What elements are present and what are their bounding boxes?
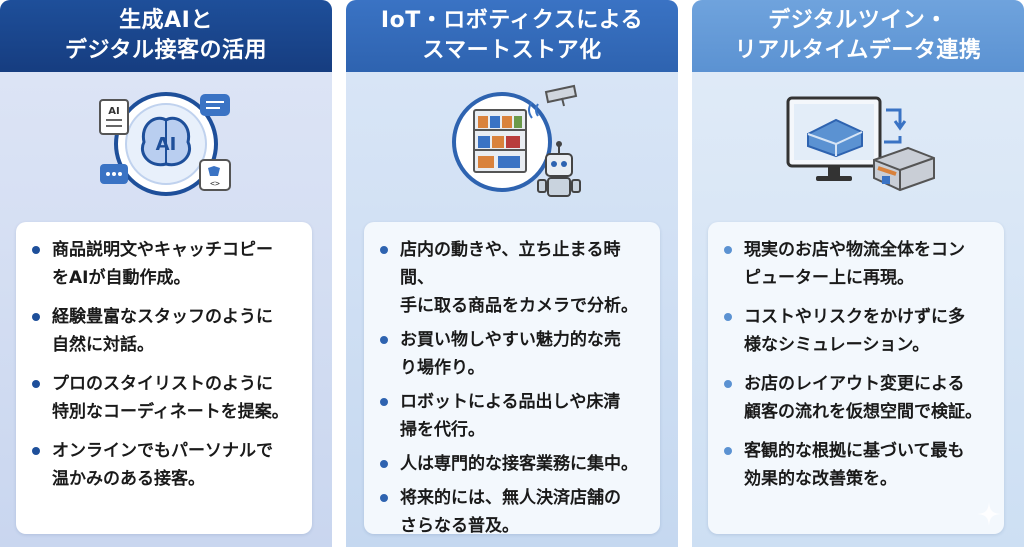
ai-brain-icon: AI AI <> bbox=[0, 84, 332, 206]
bullet-line1: プロのスタイリストのように bbox=[52, 374, 273, 394]
column-digital-twin: デジタルツイン・ リアルタイムデータ連携 現実のお店や物流全体をコンピューター上… bbox=[692, 0, 1024, 547]
bullet-card: 店内の動きや、立ち止まる時間、手に取る商品をカメラで分析。 お買い物しやすい魅力… bbox=[364, 222, 660, 536]
column-header: デジタルツイン・ リアルタイムデータ連携 bbox=[692, 0, 1024, 72]
bullet-line2: 自然に対話。 bbox=[52, 335, 154, 355]
list-item: 現実のお店や物流全体をコンピューター上に再現。 bbox=[722, 236, 998, 292]
bullet-line1: 現実のお店や物流全体をコン bbox=[744, 240, 965, 260]
bullet-card: 商品説明文やキャッチコピーをAIが自動作成。 経験豊富なスタッフのように自然に対… bbox=[16, 222, 312, 534]
list-item: 客観的な根拠に基づいて最も効果的な改善策を。 bbox=[722, 437, 998, 493]
sparkle-icon bbox=[977, 502, 1001, 526]
bullet-line2: 様なシミュレーション。 bbox=[744, 335, 930, 355]
bullet-list: 現実のお店や物流全体をコンピューター上に再現。 コストやリスクをかけずに多様なシ… bbox=[722, 236, 998, 493]
bullet-line2: ピューター上に再現。 bbox=[744, 268, 914, 288]
header-title-line2: スマートストア化 bbox=[422, 38, 602, 63]
bullet-line2: 温かみのある接客。 bbox=[52, 469, 205, 489]
bullet-line1: 客観的な根拠に基づいて最も bbox=[744, 441, 965, 461]
list-item: 経験豊富なスタッフのように自然に対話。 bbox=[30, 303, 306, 359]
bullet-line2: 手に取る商品をカメラで分析。 bbox=[400, 296, 638, 316]
bullet-line2: 掃を代行。 bbox=[400, 420, 485, 440]
bullet-dot bbox=[380, 246, 388, 254]
bullet-dot bbox=[32, 447, 40, 455]
bullet-list: 店内の動きや、立ち止まる時間、手に取る商品をカメラで分析。 お買い物しやすい魅力… bbox=[378, 236, 654, 540]
list-item: 人は専門的な接客業務に集中。 bbox=[378, 450, 654, 478]
header-title-line1: 生成AIと bbox=[119, 8, 213, 33]
column-header: IoT・ロボティクスによる スマートストア化 bbox=[346, 0, 678, 72]
list-item: お買い物しやすい魅力的な売り場作り。 bbox=[378, 326, 654, 382]
svg-text:<>: <> bbox=[210, 179, 220, 188]
bullet-dot bbox=[724, 380, 732, 388]
bullet-line2: さらなる普及。 bbox=[400, 516, 519, 536]
bullet-line1: オンラインでもパーソナルで bbox=[52, 441, 273, 461]
bullet-line1: 人は専門的な接客業務に集中。 bbox=[400, 454, 638, 474]
doc-label: AI bbox=[108, 106, 119, 117]
header-title-line2: リアルタイムデータ連携 bbox=[734, 38, 982, 63]
list-item: 商品説明文やキャッチコピーをAIが自動作成。 bbox=[30, 236, 306, 292]
list-item: ロボットによる品出しや床清掃を代行。 bbox=[378, 388, 654, 444]
list-item: 店内の動きや、立ち止まる時間、手に取る商品をカメラで分析。 bbox=[378, 236, 654, 320]
list-item: プロのスタイリストのように特別なコーディネートを提案。 bbox=[30, 370, 306, 426]
bullet-line2: 効果的な改善策を。 bbox=[744, 469, 897, 489]
bullet-dot bbox=[380, 460, 388, 468]
bullet-list: 商品説明文やキャッチコピーをAIが自動作成。 経験豊富なスタッフのように自然に対… bbox=[30, 236, 306, 493]
bullet-line1: ロボットによる品出しや床清 bbox=[400, 392, 621, 412]
smart-store-robot-icon bbox=[346, 84, 678, 206]
header-title-line1: IoT・ロボティクスによる bbox=[380, 8, 644, 33]
digital-twin-monitor-icon bbox=[692, 84, 1024, 206]
bullet-dot bbox=[32, 246, 40, 254]
bullet-line1: 店内の動きや、立ち止まる時間、 bbox=[400, 240, 621, 288]
list-item: 将来的には、無人決済店舗のさらなる普及。 bbox=[378, 484, 654, 540]
bullet-line1: お店のレイアウト変更による bbox=[744, 374, 965, 394]
bullet-card: 現実のお店や物流全体をコンピューター上に再現。 コストやリスクをかけずに多様なシ… bbox=[708, 222, 1004, 534]
header-title-line2: デジタル接客の活用 bbox=[64, 38, 268, 63]
column-generative-ai: 生成AIと デジタル接客の活用 AI AI <> 商品説明文やキャッチコピーをA… bbox=[0, 0, 332, 547]
list-item: お店のレイアウト変更による顧客の流れを仮想空間で検証。 bbox=[722, 370, 998, 426]
column-header: 生成AIと デジタル接客の活用 bbox=[0, 0, 332, 72]
bullet-dot bbox=[724, 313, 732, 321]
bullet-dot bbox=[724, 246, 732, 254]
bullet-line2: 顧客の流れを仮想空間で検証。 bbox=[744, 402, 982, 422]
bullet-dot bbox=[380, 398, 388, 406]
bullet-dot bbox=[724, 447, 732, 455]
bullet-dot bbox=[32, 380, 40, 388]
bullet-dot bbox=[380, 336, 388, 344]
bullet-line1: コストやリスクをかけずに多 bbox=[744, 307, 965, 327]
bullet-dot bbox=[32, 313, 40, 321]
bullet-line1: 商品説明文やキャッチコピー bbox=[52, 240, 273, 260]
column-iot-robotics: IoT・ロボティクスによる スマートストア化 bbox=[346, 0, 678, 547]
bullet-dot bbox=[380, 494, 388, 502]
brain-label: AI bbox=[156, 134, 177, 155]
header-title-line1: デジタルツイン・ bbox=[768, 8, 948, 33]
list-item: オンラインでもパーソナルで温かみのある接客。 bbox=[30, 437, 306, 493]
bullet-line2: り場作り。 bbox=[400, 358, 485, 378]
bullet-line1: 経験豊富なスタッフのように bbox=[52, 307, 273, 327]
bullet-line2: 特別なコーディネートを提案。 bbox=[52, 402, 289, 422]
bullet-line1: 将来的には、無人決済店舗の bbox=[400, 488, 621, 508]
bullet-line1: お買い物しやすい魅力的な売 bbox=[400, 330, 621, 350]
list-item: コストやリスクをかけずに多様なシミュレーション。 bbox=[722, 303, 998, 359]
bullet-line2: をAIが自動作成。 bbox=[52, 268, 191, 288]
